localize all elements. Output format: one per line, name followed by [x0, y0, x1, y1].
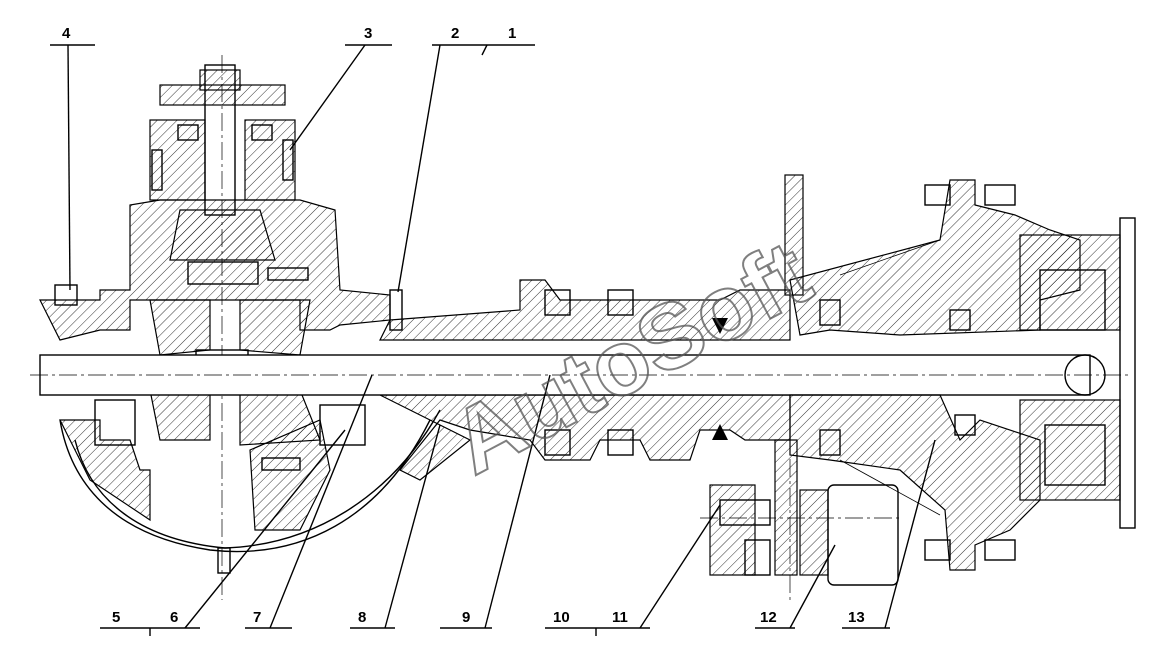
callout-7: 7: [253, 609, 261, 626]
callout-2: 2: [451, 25, 459, 42]
callout-8: 8: [358, 609, 366, 626]
axle-beam: [30, 279, 1130, 481]
brake-assembly: [700, 430, 900, 600]
callout-13: 13: [848, 609, 865, 626]
callout-12: 12: [760, 609, 777, 626]
callout-10: 10: [553, 609, 570, 626]
callout-5: 5: [112, 609, 120, 626]
pinion-flange: [149, 55, 296, 600]
callout-1: 1: [508, 25, 516, 42]
bevel-gear-assembly: [54, 209, 403, 574]
callout-6: 6: [170, 609, 178, 626]
callout-11: 11: [612, 609, 628, 626]
leader-lines: [50, 44, 936, 636]
wheel-hub: [784, 174, 1136, 571]
callout-9: 9: [462, 609, 470, 626]
callout-3: 3: [364, 25, 372, 42]
callout-labels: 4 3 2 1 5 6 7 8 9 10 11 12 13: [62, 25, 865, 626]
callout-4: 4: [62, 25, 71, 42]
